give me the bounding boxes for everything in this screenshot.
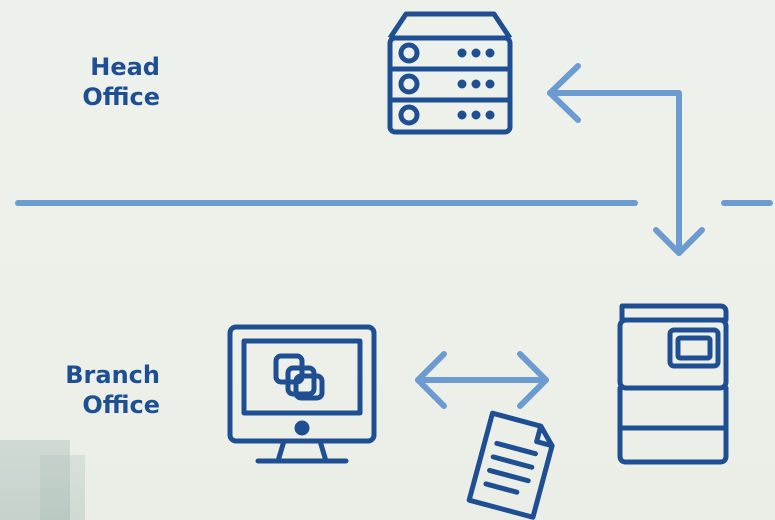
background-building	[40, 455, 85, 520]
branch-office-label-line1: Branch	[65, 361, 160, 389]
multifunction-printer-icon	[617, 303, 729, 465]
monitor-printer-arrow	[415, 351, 549, 409]
computer-monitor-icon	[227, 324, 377, 464]
server-icon	[387, 11, 513, 135]
server-printer-arrow	[547, 63, 705, 256]
branch-office-label-line2: Office	[82, 391, 160, 419]
head-office-label-line2: Office	[82, 83, 160, 111]
head-office-label: Head Office	[10, 52, 160, 112]
branch-office-label: Branch Office	[10, 360, 160, 420]
document-icon	[466, 410, 555, 520]
background-building	[0, 440, 70, 520]
head-office-label-line1: Head	[90, 53, 160, 81]
